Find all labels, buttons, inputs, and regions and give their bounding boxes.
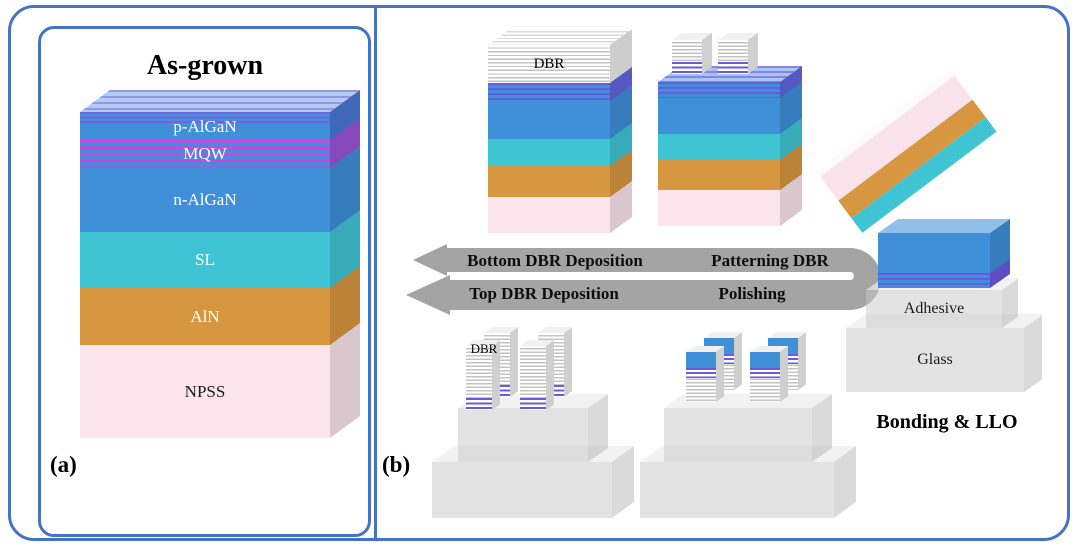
layer-n-algan: n-AlGaN: [80, 168, 330, 232]
dbr-mesa: [466, 346, 492, 410]
p-mqw-stripe-layer: [658, 82, 780, 98]
bonded-stack-top-face: [878, 219, 1010, 233]
adhesive-label: Adhesive: [903, 300, 965, 317]
panel-a-box: [38, 26, 371, 537]
sl-layer: [488, 139, 610, 166]
device-mesa-side: [780, 346, 788, 402]
npss-layer: [658, 190, 780, 226]
stack-dbr-side-face: [610, 29, 632, 233]
npss-layer: [488, 197, 610, 233]
dbr-pillar-side: [702, 32, 712, 74]
dbr-mesa-label: DBR: [470, 341, 498, 356]
layer-mqw: MQW: [80, 140, 330, 168]
step-top-dbr-deposition: Top DBR Deposition: [469, 284, 619, 303]
layer-sl: SL: [80, 232, 330, 288]
stack-a-side-face: [330, 89, 360, 439]
sl-layer: [658, 134, 780, 160]
layer-n-algan-label: n-AlGaN: [173, 190, 237, 209]
carrier-mesa-front: [664, 408, 812, 462]
n-algan-layer: [658, 98, 780, 134]
device-mesa-side: [798, 332, 806, 390]
p-mqw-stripe-layer: [488, 83, 610, 101]
layer-p-algan: p-AlGaN: [80, 112, 330, 140]
aln-layer: [488, 166, 610, 197]
dbr-pillar-side: [748, 32, 758, 74]
glass-label: Glass: [917, 351, 953, 368]
panel-divider-line: [374, 7, 377, 539]
layer-npss-label: NPSS: [184, 381, 226, 401]
stack-a-front: p-AlGaN MQW n-AlGaN SL AlN NPSS: [80, 112, 330, 438]
process-arrow: [406, 244, 881, 315]
arrow-bottom-band: [406, 275, 850, 315]
n-algan-layer: [878, 233, 990, 273]
dbr-mesa-side: [546, 340, 554, 410]
arrow-top-band: [413, 244, 850, 276]
dbr-pillar: [718, 40, 748, 74]
dbr-layer-label: DBR: [533, 55, 565, 72]
layer-p-algan-label: p-AlGaN: [173, 117, 237, 136]
glass-block: Glass: [846, 328, 1024, 392]
n-algan-layer: [488, 101, 610, 139]
layer-npss: NPSS: [80, 345, 330, 438]
bonding-llo-caption: Bonding & LLO: [876, 411, 1018, 433]
bonded-stack-front: [878, 233, 990, 288]
p-mqw-stripe-layer: [878, 273, 990, 288]
glass-side: [1024, 315, 1042, 392]
layer-sl-label: SL: [195, 250, 215, 269]
device-mesa: [686, 352, 716, 402]
dbr-mesa: [520, 346, 546, 410]
dbr-mesa-side: [510, 327, 518, 397]
layer-aln-label: AlN: [190, 306, 220, 326]
carrier-base-front: [640, 462, 834, 518]
stack-dbr-top-face: [488, 29, 633, 45]
layer-aln: AlN: [80, 288, 330, 345]
stack-a-top-face: [80, 90, 360, 112]
carrier-base-front: [432, 462, 612, 518]
step-polishing: Polishing: [718, 284, 786, 303]
adhesive-block: Adhesive: [866, 290, 1002, 328]
aln-layer: [658, 160, 780, 190]
layer-mqw-label: MQW: [183, 144, 227, 163]
stack-dbr-front: DBR: [488, 45, 610, 233]
panel-a-label: (a): [50, 452, 77, 477]
panel-a-title: As-grown: [146, 50, 264, 81]
dbr-mesa-side: [564, 327, 572, 397]
device-mesa-side: [734, 332, 742, 390]
outer-frame: [8, 5, 1070, 541]
dbr-layer: DBR: [488, 45, 610, 83]
device-mesa: [750, 352, 780, 402]
stack-patterned-side-face: [780, 66, 802, 226]
carrier-mesa-front: [458, 408, 588, 462]
panel-b-label: (b): [382, 452, 411, 477]
device-mesa-side: [716, 346, 724, 402]
step-patterning-dbr: Patterning DBR: [711, 251, 829, 270]
dbr-pillar: [672, 40, 702, 74]
step-bottom-dbr-deposition: Bottom DBR Deposition: [467, 251, 643, 270]
stack-patterned-front: [658, 82, 780, 226]
